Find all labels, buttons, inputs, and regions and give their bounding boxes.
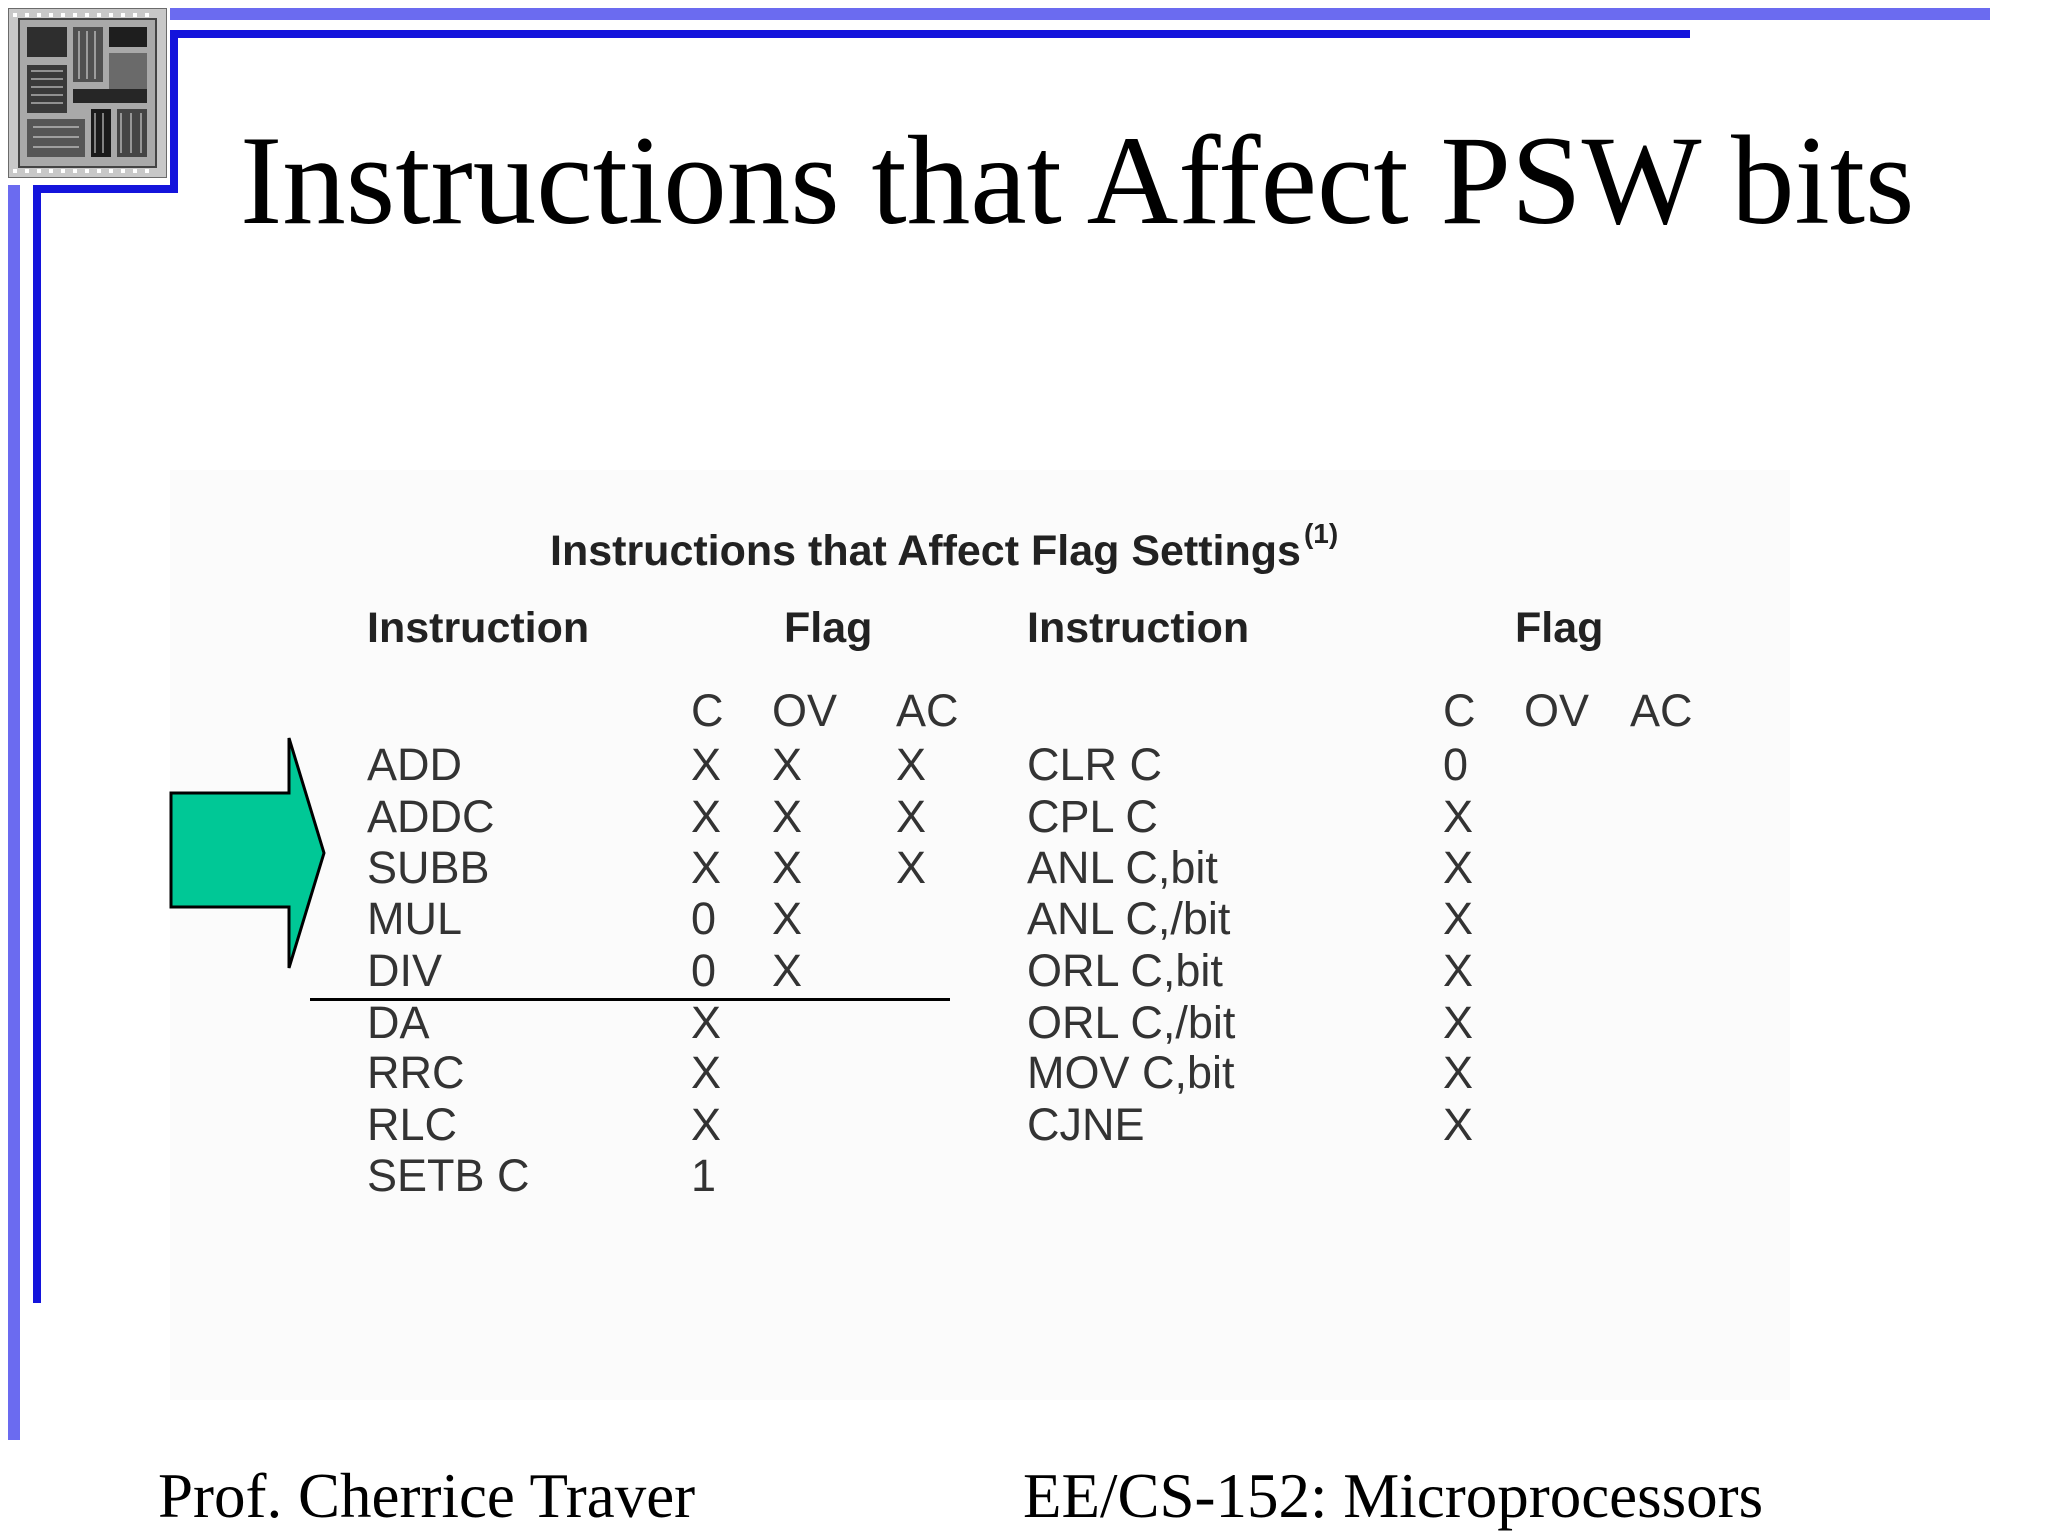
left-row-ov: X (772, 739, 803, 790)
left-row-instruction: RLC (367, 1099, 458, 1150)
right-row-instruction: CPL C (1027, 791, 1158, 842)
left-row-ov: X (772, 791, 803, 842)
left-row-c: X (691, 1047, 722, 1098)
right-row-c: X (1443, 1099, 1474, 1150)
left-row-c: X (691, 1099, 722, 1150)
right-arrow-icon (169, 737, 326, 969)
right-row-c: X (1443, 997, 1474, 1048)
right-row-c: X (1443, 945, 1474, 996)
left-row-c: 1 (691, 1150, 717, 1201)
right-subheader-c: C (1443, 685, 1476, 736)
left-row-ov: X (772, 945, 803, 996)
left-row-c: X (691, 997, 722, 1048)
flag-settings-table: Instructions that Affect Flag Settings(1… (170, 470, 1790, 1400)
left-row-ac: X (896, 842, 927, 893)
right-row-instruction: ORL C,/bit (1027, 997, 1236, 1048)
top-frame-line-light (170, 8, 1990, 20)
right-subheader-ov: OV (1524, 685, 1590, 736)
corner-connector-v (170, 30, 178, 193)
table-caption-text: Instructions that Affect Flag Settings (550, 527, 1301, 575)
table-caption-note: (1) (1303, 518, 1339, 549)
left-row-c: X (691, 739, 722, 790)
microchip-die-icon (8, 8, 167, 178)
right-row-instruction: MOV C,bit (1027, 1047, 1235, 1098)
left-subheader-c: C (691, 685, 724, 736)
right-row-c: 0 (1443, 739, 1469, 790)
left-row-instruction: ADDC (367, 791, 495, 842)
right-row-c: X (1443, 842, 1474, 893)
right-row-c: X (1443, 791, 1474, 842)
left-subheader-ov: OV (772, 685, 838, 736)
right-row-instruction: ORL C,bit (1027, 945, 1223, 996)
left-instruction-header: Instruction (367, 604, 590, 652)
left-row-instruction: DIV (367, 945, 443, 996)
left-row-instruction: ADD (367, 739, 463, 790)
corner-connector-h (33, 185, 178, 193)
top-frame-line-dark (170, 30, 1690, 38)
slide-title: Instructions that Affect PSW bits (240, 111, 1915, 251)
right-flag-header: Flag (1515, 604, 1604, 652)
right-row-c: X (1443, 893, 1474, 944)
right-row-c: X (1443, 1047, 1474, 1098)
right-row-instruction: ANL C,bit (1027, 842, 1218, 893)
left-subheader-ac: AC (896, 685, 959, 736)
left-row-instruction: SUBB (367, 842, 490, 893)
left-flag-header: Flag (784, 604, 873, 652)
footer-course: EE/CS-152: Microprocessors (1023, 1461, 1764, 1531)
left-row-instruction: RRC (367, 1047, 465, 1098)
left-row-c: X (691, 842, 722, 893)
left-row-instruction: DA (367, 997, 430, 1048)
left-row-ov: X (772, 893, 803, 944)
right-subheader-ac: AC (1630, 685, 1693, 736)
right-row-instruction: CJNE (1027, 1099, 1145, 1150)
left-row-ac: X (896, 791, 927, 842)
left-row-instruction: MUL (367, 893, 463, 944)
left-frame-line-dark (33, 185, 41, 1303)
right-row-instruction: CLR C (1027, 739, 1163, 790)
left-row-c: 0 (691, 893, 717, 944)
left-row-instruction: SETB C (367, 1150, 530, 1201)
left-row-ac: X (896, 739, 927, 790)
left-row-c: X (691, 791, 722, 842)
right-instruction-header: Instruction (1027, 604, 1250, 652)
group-divider-line (310, 998, 950, 1001)
right-row-instruction: ANL C,/bit (1027, 893, 1231, 944)
left-row-ov: X (772, 842, 803, 893)
left-frame-line-light (8, 185, 20, 1440)
left-row-c: 0 (691, 945, 717, 996)
table-caption: Instructions that Affect Flag Settings(1… (550, 520, 1338, 573)
footer-author: Prof. Cherrice Traver (158, 1461, 696, 1531)
